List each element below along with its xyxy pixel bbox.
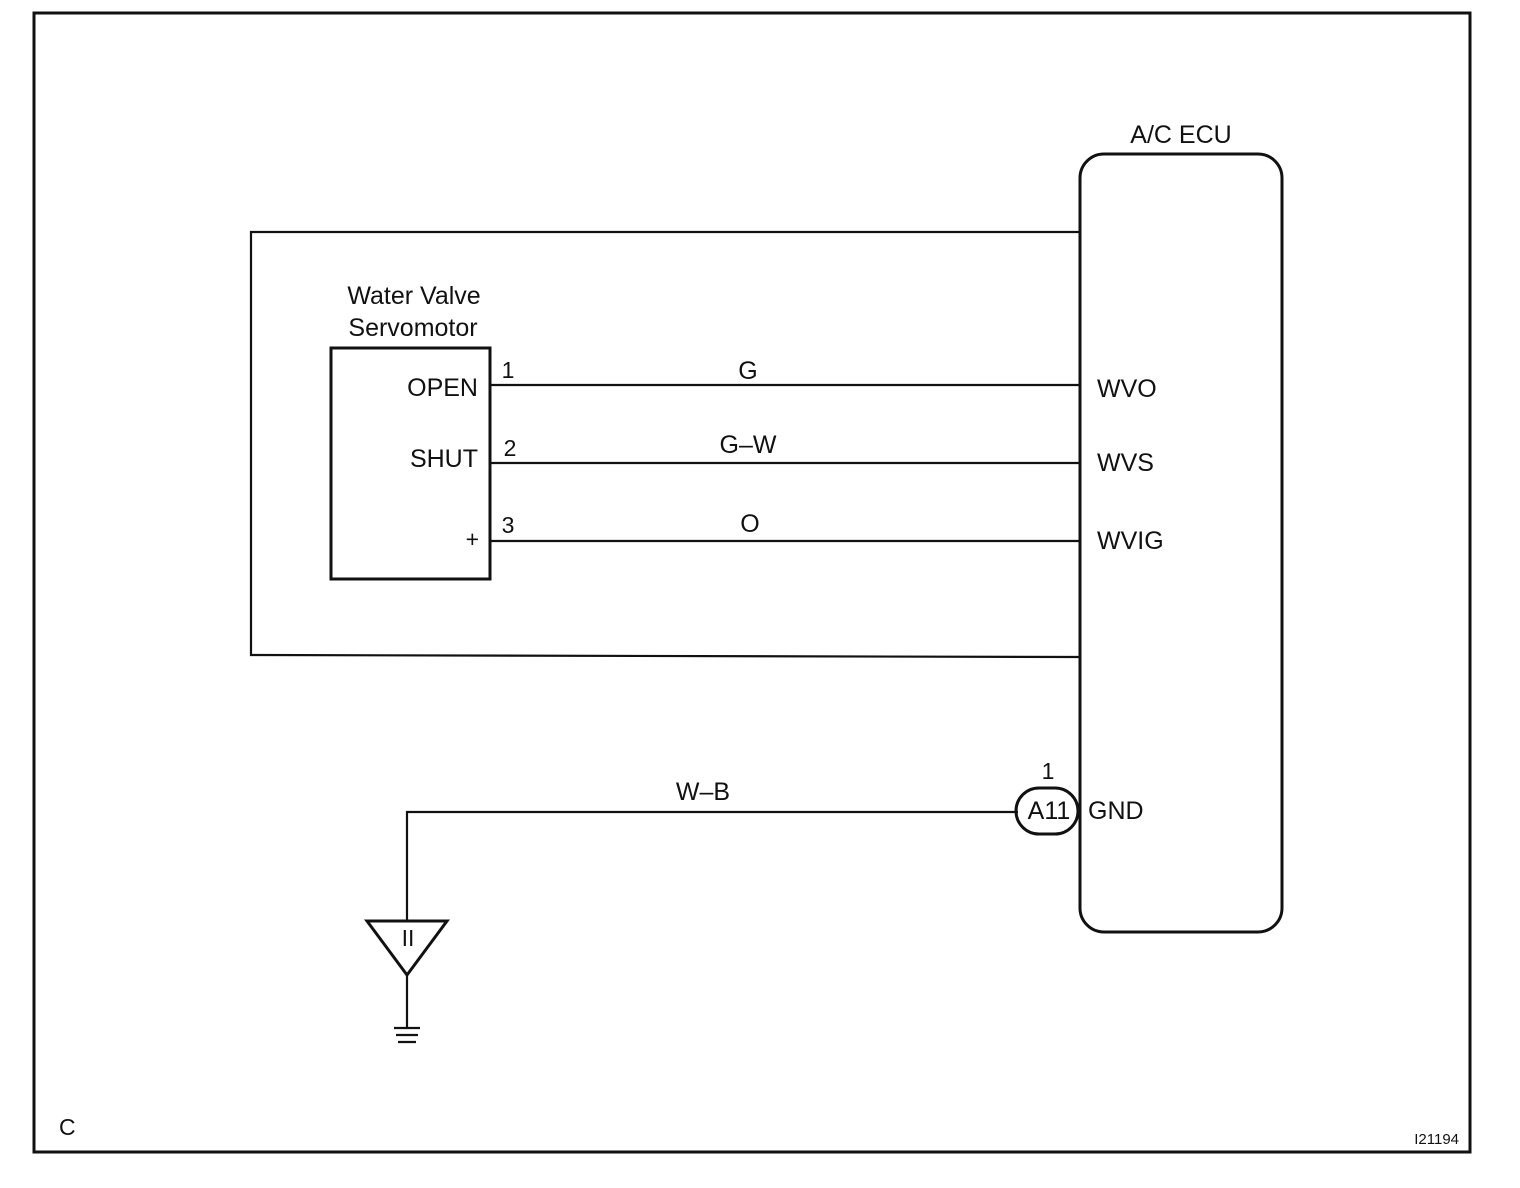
pin-shut-label: SHUT — [410, 445, 478, 473]
ecu-terminal-gnd: GND — [1088, 797, 1144, 825]
pin-number-1: 1 — [502, 357, 515, 383]
wire-ground — [405, 810, 1018, 921]
outer-frame — [32, 11, 1472, 1154]
ecu-terminal-wvs: WVS — [1097, 449, 1154, 477]
diagram-code: I21194 — [1414, 1131, 1459, 1148]
pin-number-3: 3 — [502, 512, 515, 538]
wire-color-ground: W–B — [676, 778, 730, 806]
pin-number-2: 2 — [504, 435, 517, 461]
ecu-box — [1078, 152, 1284, 934]
wire-color-shut: G–W — [720, 431, 777, 459]
wire-color-plus: O — [740, 510, 759, 538]
ground-point-triangle — [364, 919, 450, 978]
diagram-section-letter: C — [59, 1114, 76, 1140]
pin-plus-label: + — [466, 526, 479, 552]
connector-id: A11 — [1028, 797, 1071, 825]
ecu-terminal-wvig: WVIG — [1097, 527, 1164, 555]
wire-color-open: G — [738, 357, 757, 385]
servomotor-title-line2: Servomotor — [348, 314, 477, 342]
servomotor-title-line1: Water Valve — [347, 282, 480, 310]
ground-point-symbol: II — [402, 925, 415, 951]
ecu-title: A/C ECU — [1130, 121, 1231, 149]
harness-enclosure — [249, 230, 1081, 659]
ecu-terminal-wvo: WVO — [1097, 375, 1157, 403]
connector-a11 — [1014, 786, 1080, 836]
connector-pin-number: 1 — [1042, 758, 1055, 784]
earth-ground-icon — [394, 1026, 420, 1044]
pin-open-label: OPEN — [407, 374, 478, 402]
